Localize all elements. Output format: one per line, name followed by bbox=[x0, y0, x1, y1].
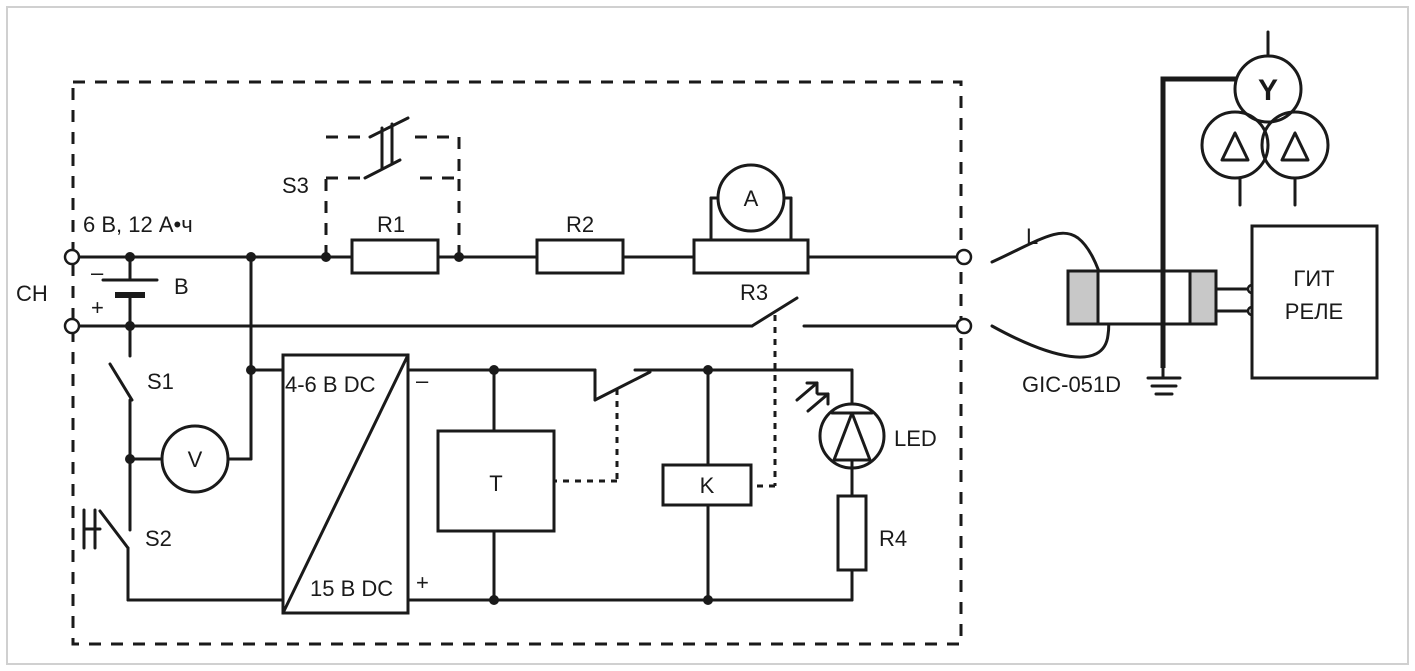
battery-spec-label: 6 В, 12 А•ч bbox=[83, 212, 193, 237]
neutral-conductor bbox=[1146, 76, 1240, 396]
converter-output-label: 15 В DC bbox=[310, 576, 393, 601]
led-light-arrows-icon bbox=[795, 381, 830, 413]
r4-label: R4 bbox=[879, 526, 907, 551]
timer-block bbox=[436, 429, 556, 533]
converter-minus-label: – bbox=[416, 368, 429, 393]
r2-label: R2 bbox=[566, 212, 594, 237]
converter-input-label: 4-6 В DC bbox=[285, 372, 376, 397]
git-line1-label: ГИТ bbox=[1293, 266, 1334, 291]
relay-contact bbox=[750, 296, 799, 488]
gic-051d-clamp bbox=[1066, 269, 1254, 326]
ammeter bbox=[716, 163, 786, 233]
dc-converter bbox=[281, 353, 410, 615]
junction-node bbox=[489, 365, 499, 375]
junction-node bbox=[125, 252, 135, 262]
relay-label: K bbox=[700, 473, 715, 498]
git-line2-label: РЕЛЕ bbox=[1285, 299, 1343, 324]
junction-node bbox=[321, 252, 331, 262]
junction-node bbox=[703, 595, 713, 605]
resistor-r2 bbox=[535, 238, 625, 275]
cable-l-label: L bbox=[1026, 224, 1038, 249]
terminal-top-left bbox=[63, 248, 81, 266]
relay-coil bbox=[661, 463, 753, 507]
figure-frame bbox=[6, 6, 1409, 665]
ammeter-label: A bbox=[744, 186, 759, 211]
voltmeter-label: V bbox=[188, 447, 203, 472]
switch-s1 bbox=[108, 324, 134, 532]
battery-plus-label: + bbox=[91, 295, 104, 320]
s2-label: S2 bbox=[145, 526, 172, 551]
terminal-bottom-right bbox=[955, 317, 973, 335]
resistor-r4 bbox=[836, 494, 868, 572]
voltmeter bbox=[128, 424, 253, 494]
junction-node bbox=[246, 252, 256, 262]
ch-label: СН bbox=[16, 281, 48, 306]
junction-node bbox=[489, 595, 499, 605]
timer-contact bbox=[555, 368, 854, 483]
r3-label: R3 bbox=[740, 280, 768, 305]
device-enclosure bbox=[71, 80, 963, 646]
junction-node bbox=[454, 252, 464, 262]
battery-minus-label: – bbox=[91, 260, 104, 285]
converter-plus-label: + bbox=[416, 570, 429, 595]
switch-s2 bbox=[82, 508, 285, 602]
gic-label: GIC-051D bbox=[1022, 372, 1121, 397]
junction-node bbox=[246, 365, 256, 375]
timer-label: T bbox=[489, 471, 502, 496]
terminal-top-right bbox=[955, 248, 973, 266]
s3-label: S3 bbox=[282, 173, 309, 198]
switch-s3 bbox=[324, 116, 461, 257]
junction-node bbox=[703, 365, 713, 375]
shunt-r3 bbox=[692, 196, 810, 275]
r1-label: R1 bbox=[377, 212, 405, 237]
transformer-star-label: Y bbox=[1258, 74, 1278, 107]
led-label: LED bbox=[894, 426, 937, 451]
transformer-symbol bbox=[1200, 30, 1330, 207]
resistor-r1 bbox=[350, 238, 440, 275]
terminal-bottom-left bbox=[63, 317, 81, 335]
led-branch bbox=[818, 368, 886, 602]
battery-symbol bbox=[101, 255, 159, 328]
s1-label: S1 bbox=[147, 369, 174, 394]
battery-label: В bbox=[174, 274, 189, 299]
git-relay-box bbox=[1250, 224, 1379, 380]
